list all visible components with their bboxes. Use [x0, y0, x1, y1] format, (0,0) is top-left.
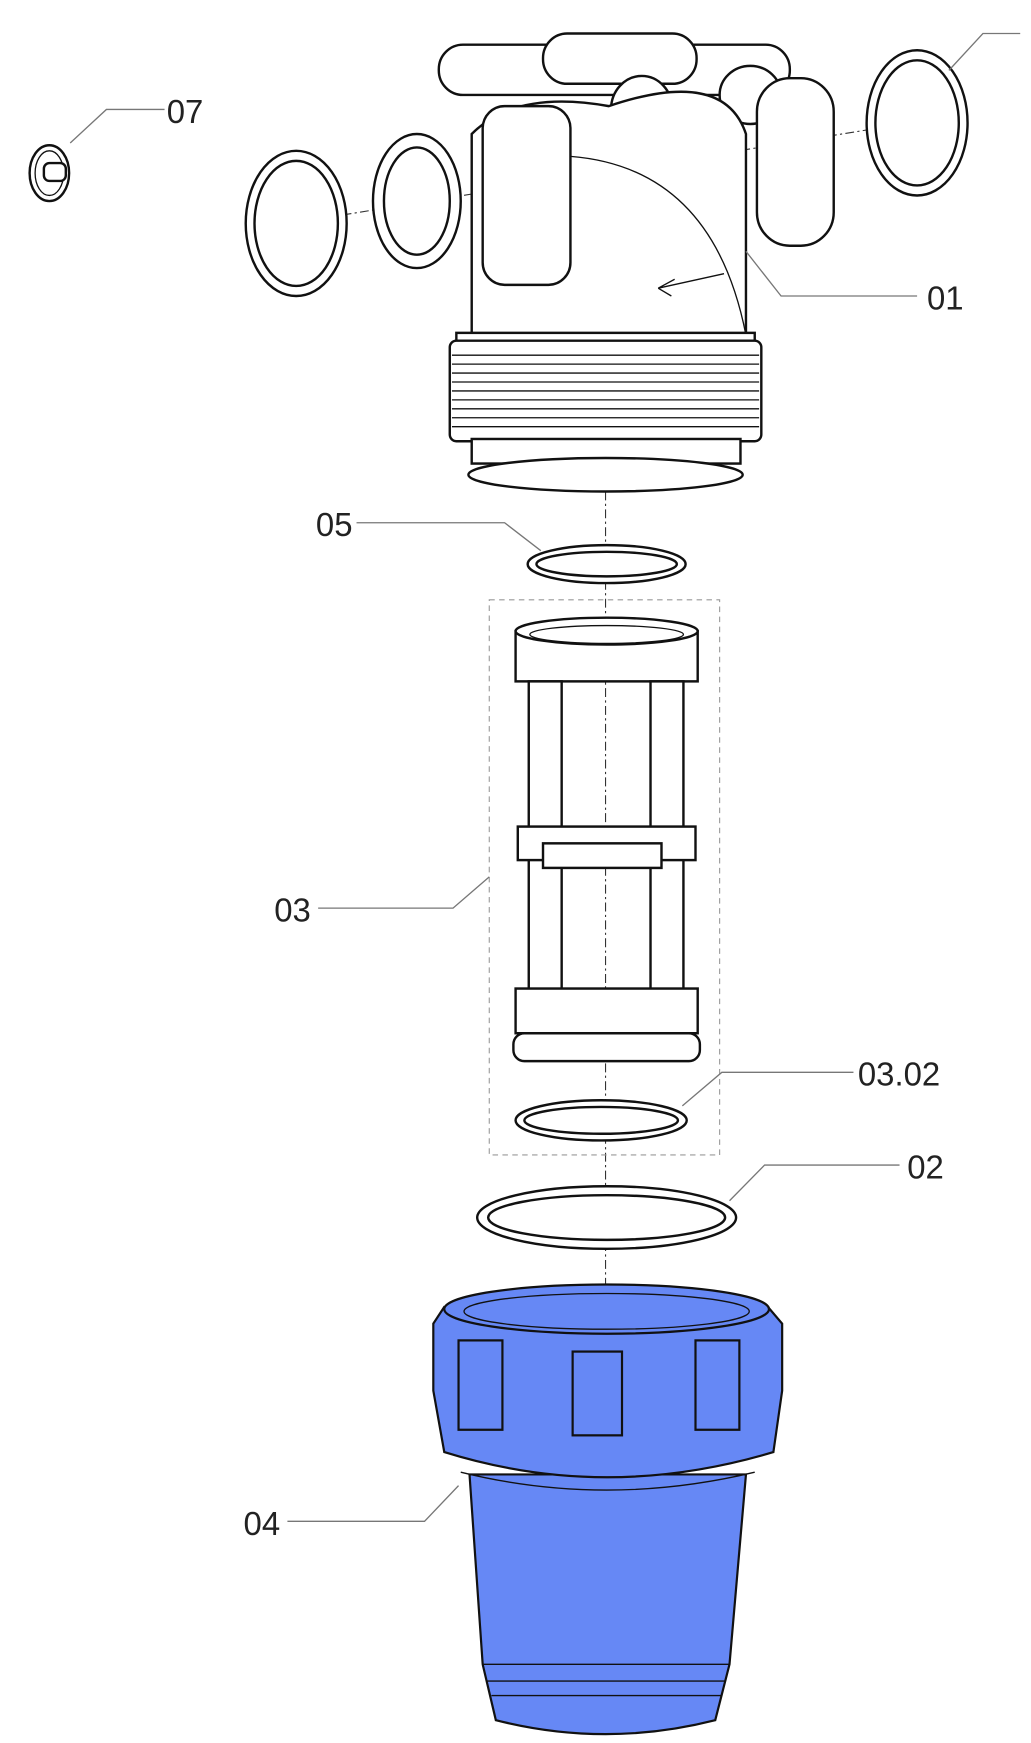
part-0302-oring	[514, 1099, 688, 1142]
leader-07	[69, 108, 165, 144]
label-03: 03	[274, 892, 311, 929]
leader-01	[745, 250, 918, 297]
part-03-strainer	[512, 616, 702, 1063]
label-02: 02	[907, 1149, 944, 1186]
side-oring-right	[865, 49, 969, 197]
leader-02	[729, 1164, 900, 1202]
leader-03	[318, 876, 490, 909]
label-07: 07	[167, 94, 204, 131]
part-04-bowl	[432, 1283, 784, 1736]
part-07-cap	[28, 143, 71, 203]
leader-05	[356, 522, 542, 552]
part-01-head	[371, 32, 835, 493]
leader-oring-right	[948, 32, 1021, 71]
leader-04	[287, 1485, 460, 1523]
label-0302: 03.02	[858, 1056, 940, 1093]
label-05: 05	[316, 507, 353, 544]
label-04: 04	[244, 1505, 281, 1542]
part-02-oring	[475, 1185, 738, 1251]
part-05-oring	[526, 543, 687, 585]
label-01: 01	[927, 280, 964, 317]
leader-0302	[681, 1071, 854, 1107]
side-oring-left	[244, 149, 348, 298]
part-03-assembly-box	[488, 599, 721, 1156]
